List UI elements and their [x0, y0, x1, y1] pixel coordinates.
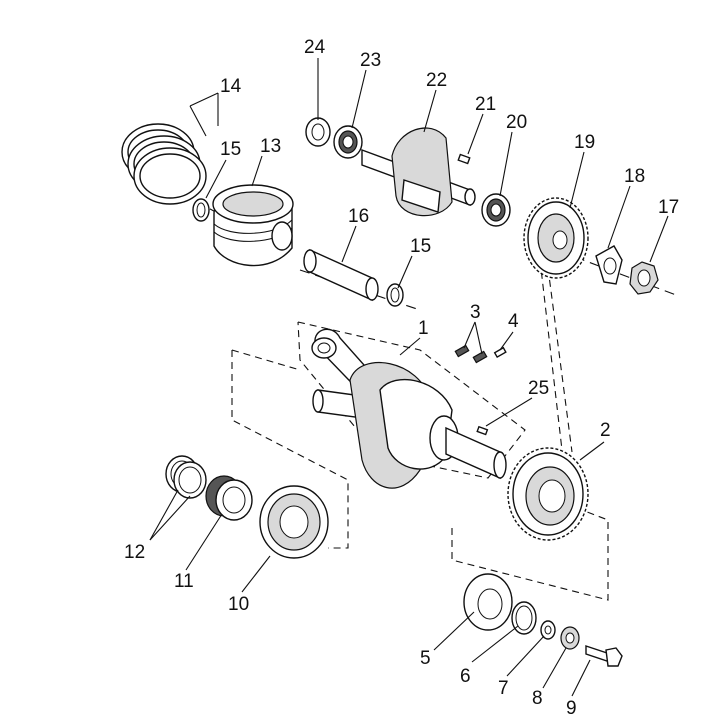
- nut: [629, 261, 659, 295]
- callout-20: 20: [506, 112, 527, 133]
- balancer-shaft: [361, 127, 476, 217]
- balancer-bearing-left: [333, 125, 363, 159]
- callout-25: 25: [528, 378, 549, 399]
- callout-1: 1: [418, 318, 429, 339]
- callout-4: 4: [508, 311, 519, 332]
- callout-19: 19: [574, 132, 595, 153]
- callout-24: 24: [304, 37, 326, 58]
- callout-17: 17: [658, 197, 679, 218]
- callout-18: 18: [624, 166, 645, 187]
- callout-11: 11: [174, 571, 194, 592]
- callout-22: 22: [426, 70, 447, 91]
- callout-14: 14: [220, 76, 242, 97]
- oil-seals: [165, 455, 207, 499]
- dowel-pins: [454, 344, 488, 364]
- piston-pin-clip-lower: [386, 283, 404, 307]
- piston-pin: [303, 248, 379, 302]
- bolt: [585, 645, 623, 667]
- thrust-plate: [463, 573, 513, 631]
- callout-15-lower: 15: [410, 236, 431, 257]
- pin-small: [493, 346, 507, 359]
- callout-3: 3: [470, 302, 481, 323]
- crankshaft-bearing: [259, 485, 329, 559]
- leader-lines: [149, 58, 669, 697]
- callout-5: 5: [420, 648, 431, 669]
- callout-labels: 1 2 3 4 5 6 7 8 9 10 11 12 13 14 15 15 1…: [124, 37, 679, 719]
- callout-23: 23: [360, 50, 381, 71]
- lock-washer: [595, 245, 623, 285]
- primary-drive-gear: [507, 447, 589, 541]
- piston-ring-set: [121, 123, 207, 205]
- callout-21: 21: [475, 94, 496, 115]
- bearing-spacer: [205, 475, 253, 521]
- callout-9: 9: [566, 698, 577, 719]
- balancer-washer: [305, 117, 331, 147]
- plain-washer: [540, 620, 556, 640]
- callout-8: 8: [532, 688, 543, 709]
- conical-washer: [560, 626, 580, 650]
- snap-ring: [511, 601, 537, 635]
- key-small: [476, 425, 489, 436]
- callout-13: 13: [260, 136, 281, 157]
- piston: [212, 184, 294, 267]
- callout-2: 2: [600, 420, 611, 441]
- callout-16: 16: [348, 206, 369, 227]
- woodruff-key: [457, 153, 471, 165]
- piston-pin-clip-upper: [192, 198, 210, 222]
- balancer-driven-gear: [523, 197, 589, 279]
- callout-10: 10: [228, 594, 249, 615]
- callout-15-upper: 15: [220, 139, 241, 160]
- balancer-bearing-right: [481, 193, 511, 227]
- crankshaft-assembly: [311, 328, 507, 489]
- callout-12: 12: [124, 542, 145, 563]
- callout-6: 6: [460, 666, 471, 687]
- callout-7: 7: [498, 678, 509, 699]
